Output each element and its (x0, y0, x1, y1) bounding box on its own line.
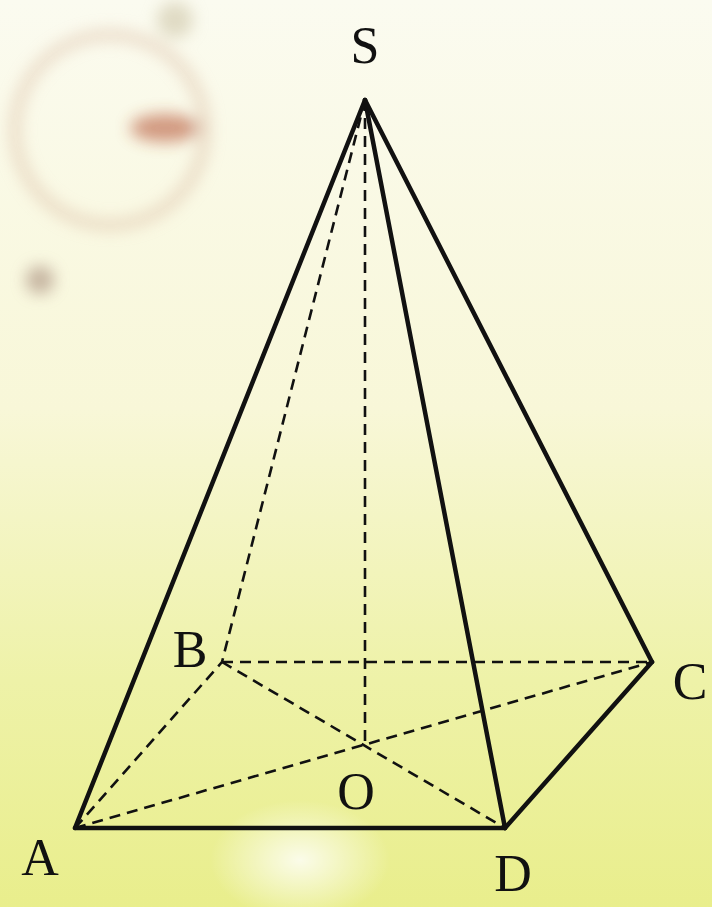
edge-SD (365, 100, 505, 828)
edge-AD (75, 826, 505, 831)
edge-SA (75, 100, 365, 828)
edge-SC (365, 100, 652, 662)
edge-AB (75, 662, 222, 828)
vertex-label: O (337, 766, 375, 818)
diagonal-BD (222, 662, 505, 828)
edge-SB (222, 100, 365, 662)
diagonal-AC (75, 662, 652, 828)
visible-edges (75, 100, 652, 828)
vertex-label: C (673, 656, 708, 708)
edge-BC (222, 661, 652, 664)
hidden-edges (75, 100, 652, 828)
vertex-label: D (494, 848, 532, 900)
height-SO (364, 100, 367, 745)
vertex-label: S (351, 20, 380, 72)
background-decoration (15, 2, 205, 294)
vertex-label: B (173, 624, 208, 676)
edge-DC (505, 662, 652, 828)
vertex-label: A (21, 832, 59, 884)
